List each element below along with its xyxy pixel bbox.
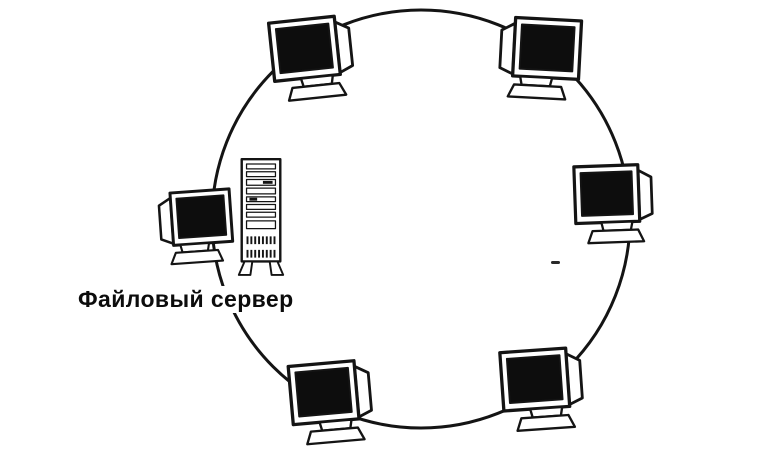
crt-monitor-icon [286, 357, 376, 447]
workstation-node-top-left [259, 8, 366, 107]
crt-monitor-icon [498, 345, 586, 434]
file-server-node [234, 156, 288, 282]
workstation-node-bottom-right [490, 341, 594, 437]
workstation-node-left [149, 183, 242, 269]
crt-monitor-icon [156, 187, 236, 267]
file-server-label: Файловый сервер [74, 286, 298, 313]
crt-monitor-icon [266, 13, 358, 104]
stray-mark [551, 261, 560, 264]
crt-monitor-icon [572, 162, 655, 246]
crt-monitor-icon [496, 15, 584, 102]
workstation-node-right [565, 158, 663, 247]
server-tower-icon [237, 158, 285, 277]
workstation-node-bottom [278, 353, 383, 450]
workstation-node-top-right [489, 10, 592, 104]
